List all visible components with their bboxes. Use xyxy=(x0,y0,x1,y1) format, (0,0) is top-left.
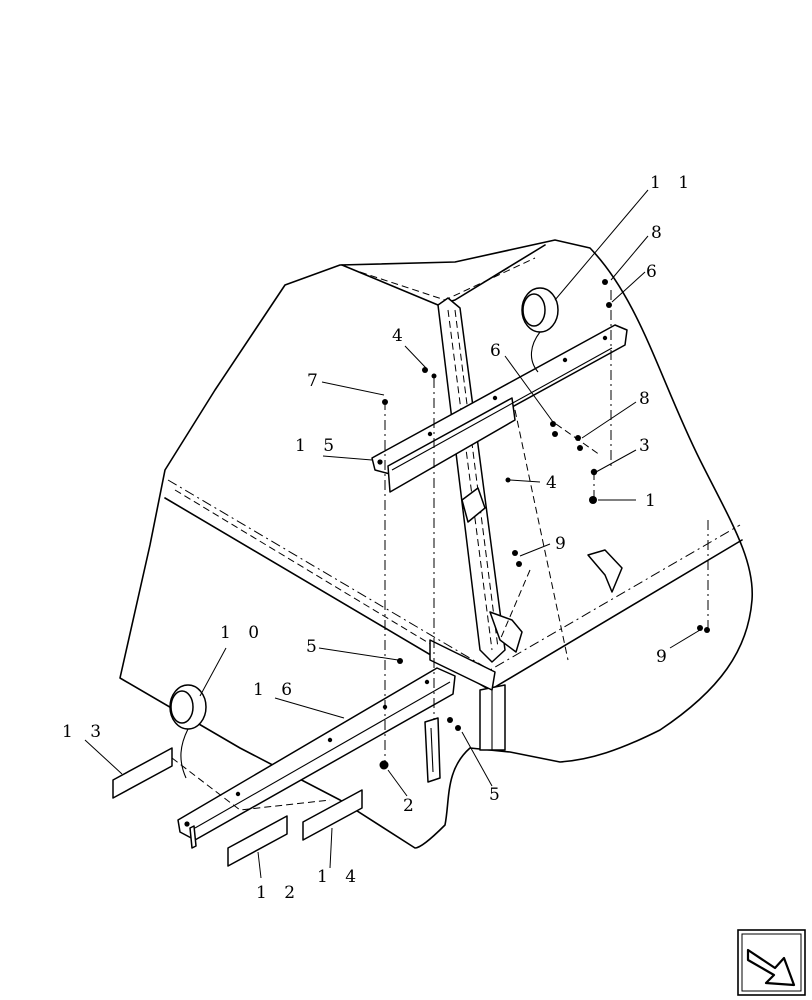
machine-body-outline xyxy=(119,239,754,849)
callout-12: 1 2 xyxy=(256,883,301,903)
rail-bracket-lower xyxy=(489,611,523,653)
callout-9-mid: 9 xyxy=(555,534,572,554)
lower-bar-hole-2 xyxy=(235,791,241,797)
fold-centerline-b xyxy=(174,489,491,681)
callout-3: 3 xyxy=(639,436,656,456)
callout-5-upper: 5 xyxy=(306,637,323,657)
upper-bar xyxy=(371,324,628,475)
center-rail xyxy=(437,297,506,663)
callout-14: 1 4 xyxy=(317,867,362,887)
leader-lines xyxy=(84,189,701,879)
upper-bar-hole-3 xyxy=(492,395,498,401)
fold-centerline-a xyxy=(167,479,741,671)
side-bracket xyxy=(587,549,623,593)
callout-1: 1 xyxy=(645,491,662,511)
lower-bar xyxy=(177,667,456,841)
callout-7: 7 xyxy=(307,371,324,391)
callout-2: 2 xyxy=(403,796,420,816)
next-arrow-icon xyxy=(746,948,796,987)
top-ridge xyxy=(341,244,546,306)
callout-6-mid: 6 xyxy=(490,341,507,361)
lower-bar-hole-1 xyxy=(184,821,190,827)
rail-bracket-upper xyxy=(461,487,486,523)
callout-4-upper: 4 xyxy=(392,326,409,346)
slot-plate-slot xyxy=(430,727,434,773)
callout-5-lower: 5 xyxy=(489,785,506,805)
lower-bar-edge xyxy=(194,681,451,829)
reflector-13 xyxy=(112,747,173,799)
fasteners xyxy=(379,279,710,770)
upper-bar-hole-1 xyxy=(377,459,383,465)
upper-bar-edge xyxy=(391,347,613,471)
lower-bar-flange xyxy=(189,825,197,849)
center-rail-hidden xyxy=(447,309,493,651)
callout-13: 1 3 xyxy=(62,722,107,742)
upper-bar-hole-5 xyxy=(602,335,608,341)
callout-10: 1 0 xyxy=(220,623,265,643)
callout-11: 1 1 xyxy=(650,173,695,193)
callout-8-mid: 8 xyxy=(639,389,656,409)
light-11 xyxy=(521,287,559,373)
center-rail-hidden-2 xyxy=(454,309,499,649)
callout-4-mid: 4 xyxy=(546,473,563,493)
callout-15: 1 5 xyxy=(295,436,340,456)
next-arrow-button[interactable] xyxy=(737,929,806,996)
reflector-12 xyxy=(227,815,288,867)
reflector-14 xyxy=(302,789,363,841)
light-10 xyxy=(169,684,207,779)
lower-bar-hole-5 xyxy=(424,679,430,685)
assembly-centerlines xyxy=(171,290,709,811)
callout-9-right: 9 xyxy=(656,647,673,667)
cross-plate xyxy=(429,639,496,691)
upper-bar-hole-2 xyxy=(427,431,433,437)
upper-bar-flange xyxy=(387,397,516,493)
callout-6-upper: 6 xyxy=(646,262,663,282)
upper-bar-hole-4 xyxy=(562,357,568,363)
callout-16: 1 6 xyxy=(253,680,298,700)
lower-bar-hole-3 xyxy=(327,737,333,743)
callout-8-upper: 8 xyxy=(651,223,668,243)
